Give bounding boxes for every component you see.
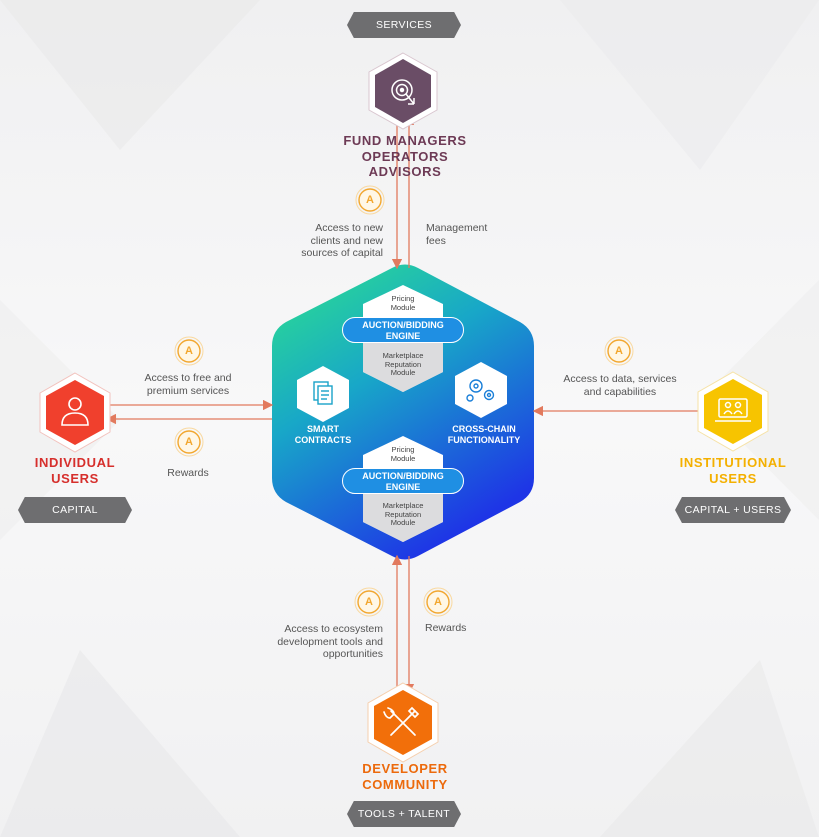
label-line: SMART [307, 424, 339, 434]
flow-label-top-right: Management fees [426, 222, 516, 247]
auction-engine-bottom: AUCTION/BIDDING ENGINE [342, 468, 464, 494]
label-line: Module [390, 453, 416, 463]
title-line: ADVISORS [368, 164, 442, 179]
token-symbol: A [615, 345, 623, 357]
token-symbol: A [185, 436, 193, 448]
label-line: Pricing [391, 445, 415, 454]
developer-community-title: DEVELOPER COMMUNITY [320, 761, 490, 792]
marketplace-module-bottom: Marketplace Reputation Module [368, 501, 438, 528]
individual-users-title: INDIVIDUAL USERS [10, 455, 140, 486]
core-hub [272, 264, 534, 560]
pricing-module-bottom: Pricing Module [373, 445, 433, 463]
title-line: COMMUNITY [362, 776, 448, 792]
target-cursor-icon [391, 79, 415, 105]
pricing-module-top: Pricing Module [373, 294, 433, 312]
label-line: Module [390, 518, 416, 527]
label-line: Access to ecosystem [284, 623, 383, 635]
cross-chain-label: CROSS-CHAIN FUNCTIONALITY [436, 424, 532, 445]
label-line: opportunities [322, 648, 383, 660]
token-symbol: A [434, 596, 442, 608]
capital-tag: CAPITAL [18, 497, 132, 523]
title-line: USERS [709, 470, 757, 486]
laptop-users-icon [715, 398, 751, 422]
label-line: premium services [146, 384, 230, 397]
title-line: OPERATORS [361, 148, 449, 164]
label-line: and capabilities [583, 385, 657, 398]
label-line: Reputation [384, 359, 422, 369]
capital-users-tag: CAPITAL + USERS [675, 497, 791, 523]
marketplace-module-top: Marketplace Reputation Module [368, 351, 438, 378]
label-line: Module [390, 368, 416, 377]
user-icon [61, 397, 89, 426]
label-line: Access to free and [144, 372, 232, 384]
label-line: sources of capital [301, 247, 383, 259]
title-line: INDIVIDUAL [34, 455, 116, 470]
auction-engine-top: AUCTION/BIDDING ENGINE [342, 317, 464, 343]
label-line: Reputation [384, 509, 422, 519]
token-symbol: A [185, 345, 193, 357]
token-icon [177, 188, 631, 614]
label-line: clients and new [310, 234, 383, 247]
flow-label-bottom-left: Access to ecosystem development tools an… [250, 623, 383, 661]
label-line: ENGINE [385, 481, 421, 492]
token-symbol: A [365, 596, 373, 608]
label-line: AUCTION/BIDDING [362, 320, 444, 330]
label-line: AUCTION/BIDDING [362, 471, 444, 481]
label-line: CROSS-CHAIN [452, 424, 516, 434]
fund-managers-title: FUND MANAGERS OPERATORS ADVISORS [300, 133, 510, 180]
flow-label-left-top: Access to free and premium services [120, 372, 256, 397]
flow-label-top-left: Access to new clients and new sources of… [270, 222, 383, 260]
label-line: Management [426, 222, 488, 234]
flow-label-left-bottom: Rewards [167, 467, 209, 479]
title-line: DEVELOPER [362, 761, 448, 776]
flow-label-bottom-right: Rewards [425, 622, 467, 634]
title-line: USERS [51, 470, 99, 486]
title-line: INSTITUTIONAL [679, 455, 787, 470]
label-line: development tools and [277, 635, 383, 648]
gears-icon [466, 379, 495, 402]
token-symbol: A [366, 194, 374, 206]
title-line: FUND MANAGERS [343, 133, 467, 148]
label-line: Module [390, 302, 416, 312]
label-line: Marketplace [382, 501, 424, 510]
label-line: Access to data, services [563, 373, 677, 385]
label-line: Access to new [315, 222, 383, 234]
label-line: FUNCTIONALITY [447, 434, 521, 445]
label-line: CONTRACTS [294, 434, 352, 445]
label-line: Pricing [391, 294, 415, 303]
label-line: ENGINE [385, 330, 421, 341]
services-tag: SERVICES [347, 12, 461, 38]
tools-icon [383, 706, 420, 736]
document-icon [313, 381, 333, 405]
smart-contracts-label: SMART CONTRACTS [282, 424, 364, 445]
label-line: fees [426, 234, 446, 247]
label-line: Marketplace [382, 351, 424, 360]
tools-talent-tag: TOOLS + TALENT [347, 801, 461, 827]
institutional-users-title: INSTITUTIONAL USERS [663, 455, 803, 486]
flow-label-right: Access to data, services and capabilitie… [545, 373, 695, 398]
